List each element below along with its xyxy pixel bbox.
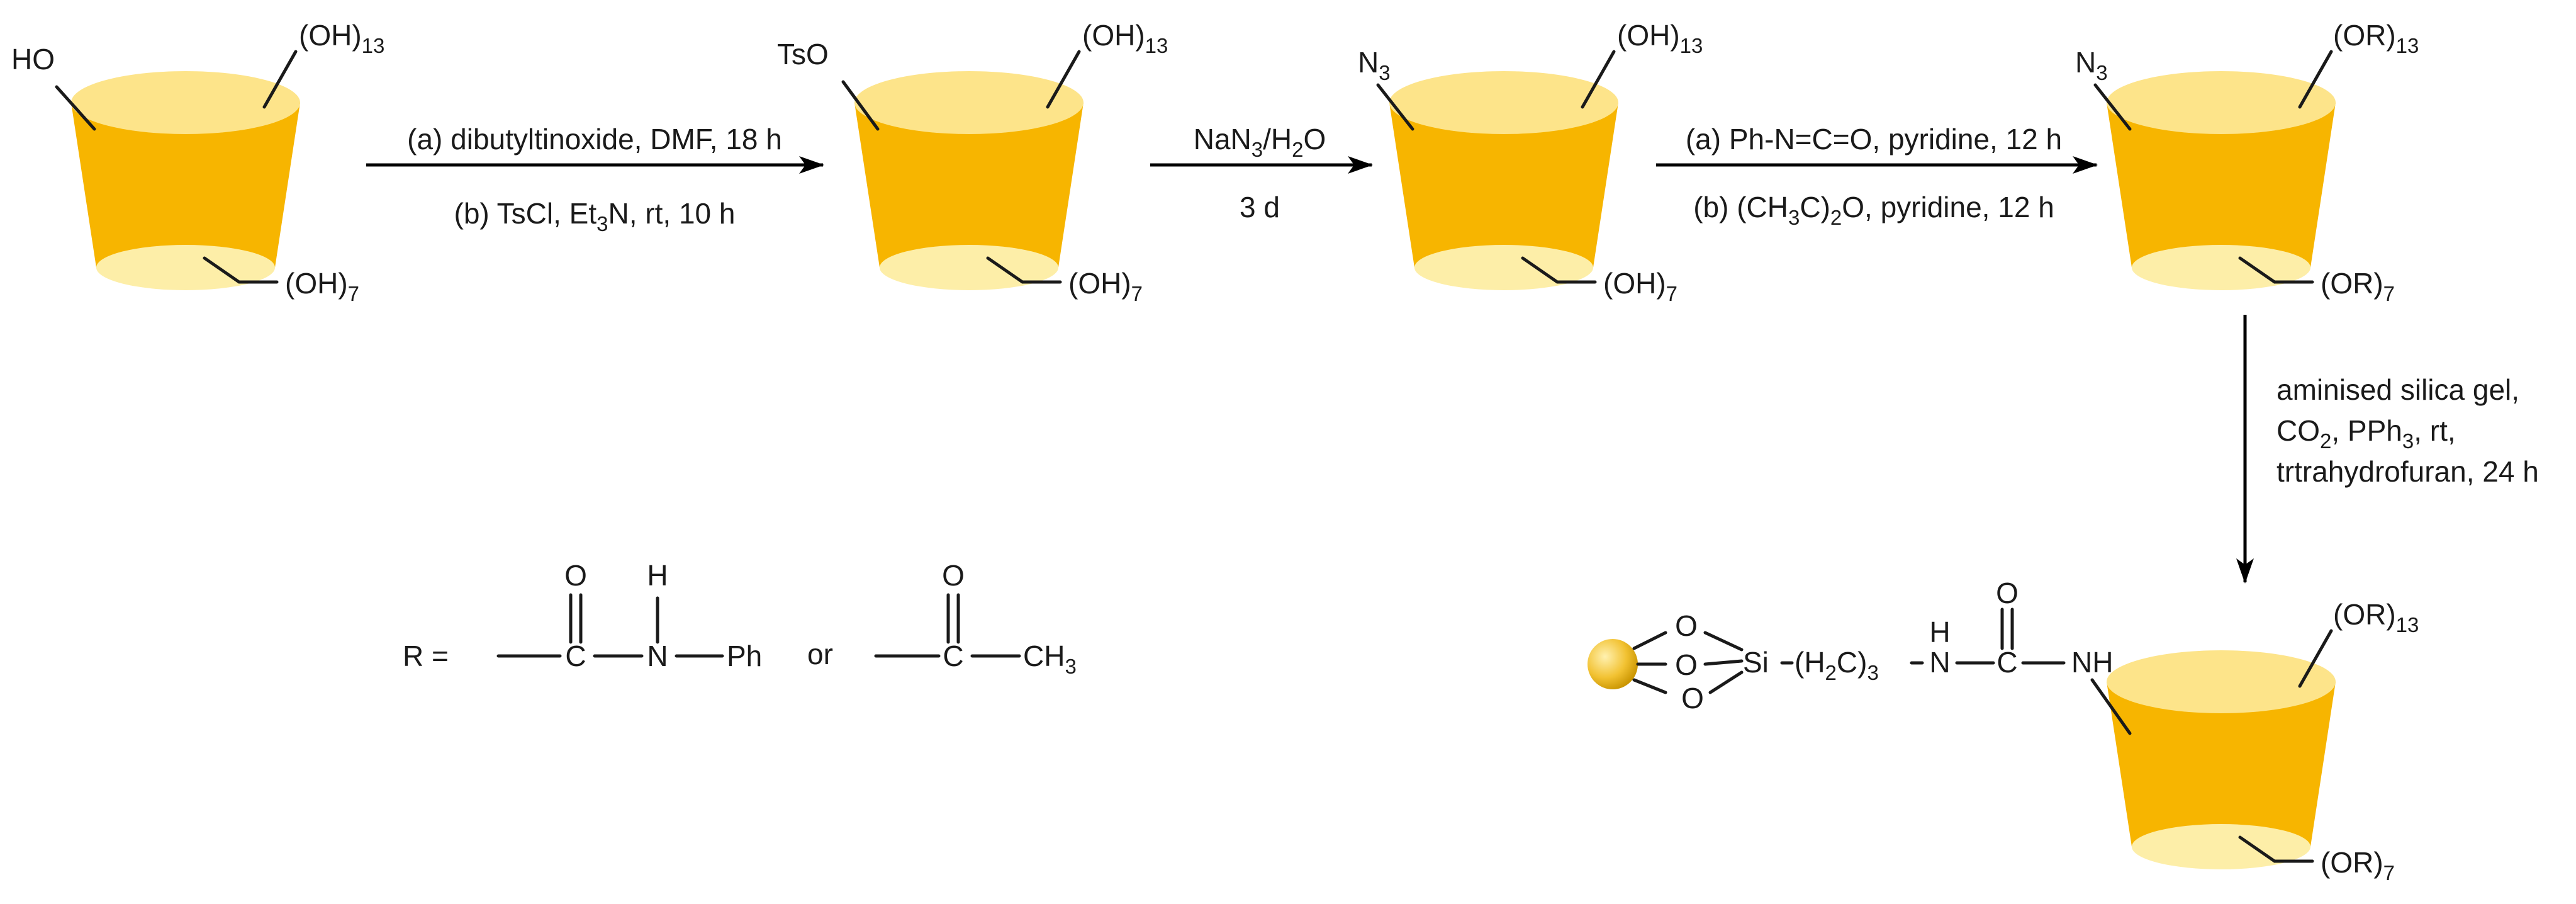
- methyl-label: CH3: [1023, 640, 1077, 678]
- amide-nh-label: NH: [2071, 646, 2113, 679]
- bond: [1521, 256, 1597, 284]
- bond: [1581, 50, 1616, 109]
- oxygen-label: O: [1681, 682, 1704, 715]
- hydrogen-label: H: [647, 559, 668, 592]
- bottom-substituent-label: (OR)7: [2321, 267, 2395, 305]
- oxygen-label: O: [1675, 609, 1698, 642]
- reaction-step-4: aminised silica gel, CO2, PPh3, rt, trtr…: [2236, 315, 2539, 584]
- azide-label: N3: [2075, 46, 2108, 84]
- step-2-condition-b: 3 d: [1240, 191, 1280, 223]
- carbonyl-oxygen-label: O: [1996, 577, 2019, 609]
- step-4-condition-line-3: trtrahydrofuran, 24 h: [2276, 455, 2539, 488]
- bond: [986, 256, 1062, 284]
- bond: [2238, 835, 2314, 863]
- carbonyl-oxygen-label: O: [942, 559, 965, 592]
- azide-label: N3: [1358, 46, 1391, 84]
- bottom-substituent-label: (OR)7: [2321, 846, 2395, 884]
- carbonyl-carbon-label: C: [943, 640, 963, 672]
- step-4-condition-line-1: aminised silica gel,: [2276, 373, 2519, 406]
- bond: [2238, 256, 2314, 284]
- bottom-substituent-label: (OH)7: [285, 267, 359, 305]
- bond: [1046, 50, 1081, 109]
- bond: [2090, 678, 2132, 735]
- bond: [1703, 631, 1744, 652]
- bond: [55, 85, 96, 131]
- reaction-step-1: (a) dibutyltinoxide, DMF, 18 h (b) TsCl,…: [366, 123, 824, 235]
- carbonyl-carbon-label: C: [1996, 646, 2017, 679]
- bond: [2298, 50, 2333, 109]
- step-4-condition-line-2: CO2, PPh3, rt,: [2276, 414, 2456, 453]
- bond: [262, 50, 298, 109]
- compound-5-cyclodextrin: (OR)13 (OR)7: [2107, 598, 2419, 884]
- bond: [1376, 83, 1414, 131]
- carbonyl-carbon-label: C: [565, 640, 586, 672]
- compound-2-cyclodextrin: TsO (OH)13 (OH)7: [777, 19, 1168, 305]
- nitrogen-label: N: [1929, 646, 1950, 679]
- top-substituent-label: (OH)13: [299, 19, 384, 57]
- bond: [1632, 678, 1667, 694]
- carbonyl-oxygen-label: O: [564, 559, 587, 592]
- top-substituent-label: (OH)13: [1617, 19, 1703, 57]
- bottom-substituent-label: (OH)7: [1603, 267, 1677, 305]
- r-group-definition: R = C O N H Ph or C O CH3: [403, 559, 1077, 678]
- nitrogen-label: N: [647, 640, 668, 672]
- step-3-condition-b: (b) (CH3C)2O, pyridine, 12 h: [1693, 191, 2054, 229]
- tosylate-label: TsO: [777, 38, 829, 71]
- oxygen-label: O: [1675, 648, 1698, 681]
- silica-bead: [1588, 639, 1638, 689]
- compound-3-cyclodextrin: N3 (OH)13 (OH)7: [1358, 19, 1703, 305]
- silicon-label: Si: [1743, 646, 1769, 679]
- bond: [1632, 631, 1667, 650]
- step-1-condition-a: (a) dibutyltinoxide, DMF, 18 h: [407, 123, 782, 155]
- top-substituent-label: (OH)13: [1082, 19, 1168, 57]
- bond: [1703, 659, 1744, 666]
- hydroxyl-label: HO: [11, 43, 55, 76]
- step-1-condition-b: (b) TsCl, Et3N, rt, 10 h: [454, 197, 736, 235]
- or-label: or: [807, 638, 833, 670]
- reaction-step-3: (a) Ph-N=C=O, pyridine, 12 h (b) (CH3C)2…: [1656, 123, 2098, 229]
- step-3-condition-a: (a) Ph-N=C=O, pyridine, 12 h: [1686, 123, 2062, 155]
- bond: [2093, 83, 2132, 131]
- top-substituent-label: (OR)13: [2333, 598, 2419, 636]
- top-substituent-label: (OR)13: [2333, 19, 2419, 57]
- r-equals-label: R =: [403, 640, 449, 672]
- silica-linker: O O O Si (H2C)3 N H C O NH: [1588, 577, 2132, 735]
- phenyl-label: Ph: [727, 640, 762, 672]
- bond: [841, 80, 880, 131]
- bond: [2298, 629, 2333, 688]
- compound-1-cyclodextrin: HO (OH)13 (OH)7: [11, 19, 384, 305]
- bottom-substituent-label: (OH)7: [1068, 267, 1143, 305]
- reaction-step-2: NaN3/H2O 3 d: [1150, 123, 1373, 223]
- step-2-condition-a: NaN3/H2O: [1194, 123, 1326, 161]
- hydrogen-label: H: [1929, 616, 1950, 648]
- bond: [203, 256, 279, 284]
- bond: [1708, 670, 1744, 694]
- compound-4-cyclodextrin: N3 (OR)13 (OR)7: [2075, 19, 2419, 305]
- propyl-chain-label: (H2C)3: [1795, 646, 1879, 684]
